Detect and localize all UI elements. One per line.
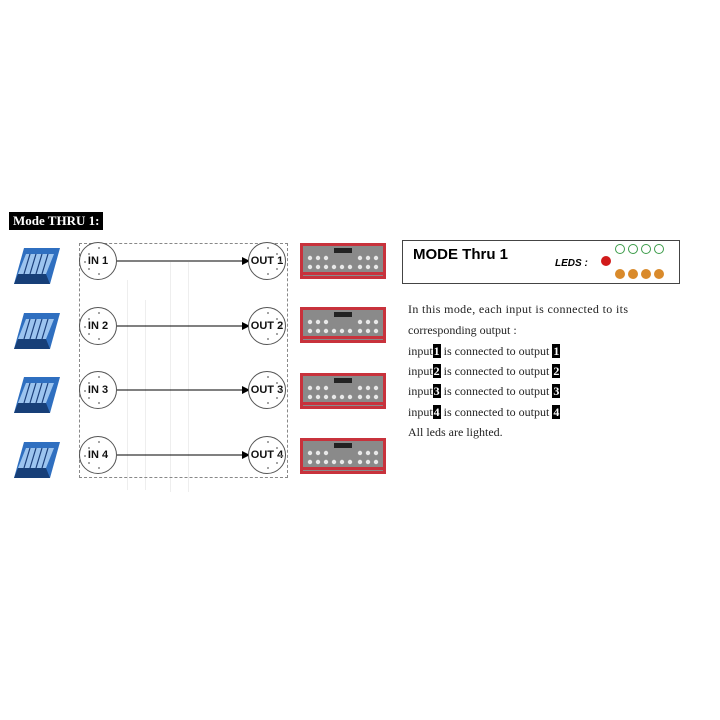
synth-module-icon (300, 438, 386, 474)
mapping-output-number: 4 (552, 405, 561, 419)
mapping-input-word: input (408, 405, 433, 419)
mapping-row: input4 is connected to output 4 (408, 405, 561, 420)
faint-line (145, 300, 146, 490)
led-green-icon (654, 244, 664, 254)
mapping-middle: is connected to output (443, 344, 550, 358)
keyboard-icon (14, 377, 60, 413)
mapping-input-number: 1 (432, 344, 441, 358)
keyboard-icon (14, 442, 60, 478)
output-port-3: OUT 3 (248, 371, 286, 409)
description-footer: All leds are lighted. (408, 425, 503, 439)
mapping-output-number: 3 (552, 384, 561, 398)
output-port-2: OUT 2 (248, 307, 286, 345)
mode-box-title: MODE Thru 1 (413, 246, 509, 263)
mapping-row: input2 is connected to output 2 (408, 364, 561, 379)
output-port-4: OUT 4 (248, 436, 286, 474)
mapping-input-word: input (408, 384, 433, 398)
input-port-3: IN 3 (79, 371, 117, 409)
synth-module-icon (300, 373, 386, 409)
output-label: OUT 2 (250, 320, 284, 332)
led-green-icon (628, 244, 638, 254)
led-orange-icon (628, 269, 638, 279)
led-red-icon (601, 256, 611, 266)
keyboard-icon (14, 313, 60, 349)
mapping-middle: is connected to output (443, 405, 550, 419)
output-port-1: OUT 1 (248, 242, 286, 280)
synth-module-icon (300, 307, 386, 343)
led-orange-icon (654, 269, 664, 279)
synth-module-icon (300, 243, 386, 279)
led-orange-icon (615, 269, 625, 279)
led-orange-icon (641, 269, 651, 279)
mapping-row: input1 is connected to output 1 (408, 344, 561, 359)
output-label: OUT 3 (250, 384, 284, 396)
description-line: corresponding output : (408, 323, 517, 337)
mode-title: Mode THRU 1: (9, 212, 104, 230)
faint-line (170, 262, 171, 492)
mapping-middle: is connected to output (443, 364, 550, 378)
leds-label: LEDS : (555, 258, 588, 269)
mapping-output-number: 2 (552, 364, 561, 378)
input-port-2: IN 2 (79, 307, 117, 345)
input-label: IN 3 (87, 384, 109, 396)
routing-box (79, 243, 288, 478)
mapping-middle: is connected to output (443, 384, 550, 398)
output-label: OUT 4 (250, 449, 284, 461)
keyboard-icon (14, 248, 60, 284)
led-green-icon (615, 244, 625, 254)
mapping-input-word: input (408, 364, 433, 378)
input-port-4: IN 4 (79, 436, 117, 474)
mapping-input-number: 4 (432, 405, 441, 419)
input-label: IN 1 (87, 255, 109, 267)
led-green-icon (641, 244, 651, 254)
mapping-output-number: 1 (552, 344, 561, 358)
mapping-input-number: 3 (432, 384, 441, 398)
input-port-1: IN 1 (79, 242, 117, 280)
mapping-input-word: input (408, 344, 433, 358)
output-label: OUT 1 (250, 255, 284, 267)
description-line: In this mode, each input is connected to… (408, 302, 629, 316)
mode-box: MODE Thru 1 LEDS : (402, 240, 680, 284)
mapping-row: input3 is connected to output 3 (408, 384, 561, 399)
mapping-input-number: 2 (432, 364, 441, 378)
faint-line (127, 280, 128, 490)
input-label: IN 2 (87, 320, 109, 332)
faint-line (188, 262, 189, 492)
input-label: IN 4 (87, 449, 109, 461)
